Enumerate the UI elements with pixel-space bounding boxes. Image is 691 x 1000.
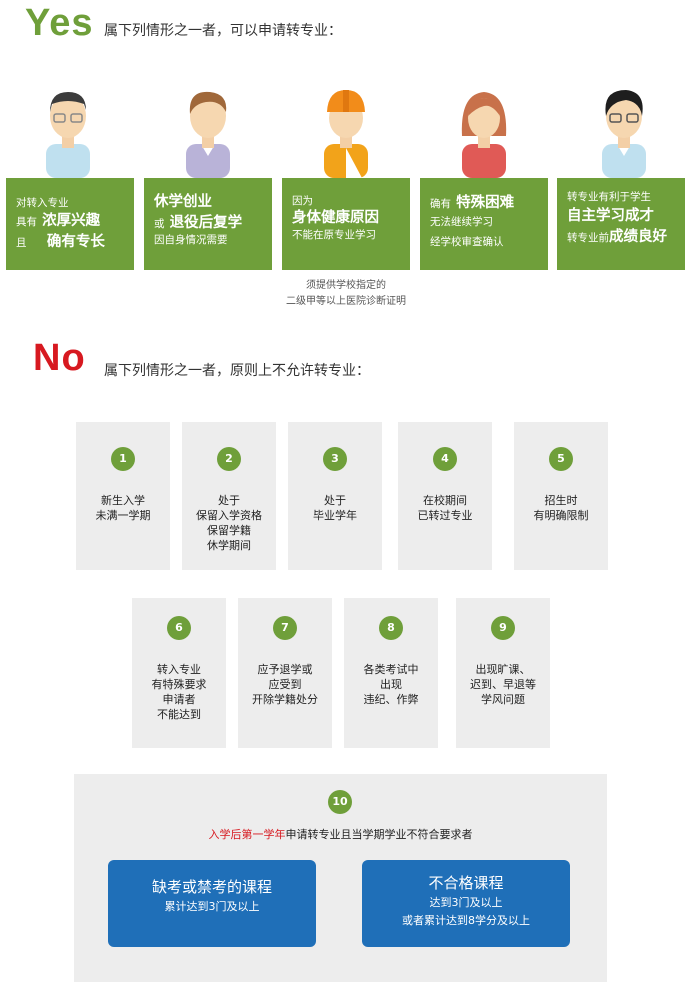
number-badge: 7 bbox=[273, 616, 297, 640]
first-year-condition: 入学后第一学年申请转专业且当学期学业不符合要求者 bbox=[74, 826, 607, 842]
yes-box-self-study: 转专业有利于学生 自主学习成才 转专业前成绩良好 bbox=[557, 178, 685, 270]
yes-box5-line1: 转专业有利于学生 bbox=[567, 191, 651, 203]
card-text: 新生入学 未满一学期 bbox=[95, 494, 151, 522]
yes-box-startup: 休学创业 或 退役后复学 因自身情况需要 bbox=[144, 178, 272, 270]
yes-box2-line2a: 或 bbox=[154, 218, 165, 230]
health-note: 须提供学校指定的 二级甲等以上医院诊断证明 bbox=[246, 278, 446, 310]
no-card: 9 出现旷课、 迟到、早退等 学风问题 bbox=[456, 598, 550, 748]
number-badge: 8 bbox=[379, 616, 403, 640]
yes-box3-line2: 身体健康原因 bbox=[292, 210, 379, 226]
yes-box1-line2b: 浓厚兴趣 bbox=[42, 213, 101, 229]
number-badge: 9 bbox=[491, 616, 515, 640]
yes-box2-line3: 因自身情况需要 bbox=[154, 234, 228, 246]
yes-box4-line1a: 确有 bbox=[430, 198, 451, 210]
number-badge: 5 bbox=[549, 447, 573, 471]
absence-box-title: 缺考或禁考的课程 bbox=[151, 878, 272, 896]
absence-box-sub: 累计达到3门及以上 bbox=[164, 900, 260, 913]
card-text: 在校期间 已转过专业 bbox=[417, 494, 473, 522]
yes-box4-line1b: 特殊困难 bbox=[456, 195, 515, 211]
number-badge: 10 bbox=[328, 790, 352, 814]
failed-box-sub1: 达到3门及以上 bbox=[429, 896, 503, 909]
condition-rest: 申请转专业且当学期学业不符合要求者 bbox=[285, 828, 473, 841]
yes-box2-line1: 休学创业 bbox=[154, 194, 212, 210]
yes-box2-line2b: 退役后复学 bbox=[169, 215, 243, 231]
no-card: 1 新生入学 未满一学期 bbox=[76, 422, 170, 570]
card-text: 招生时 有明确限制 bbox=[533, 494, 589, 522]
no-panel-10: 10 入学后第一学年申请转专业且当学期学业不符合要求者 缺考或禁考的课程 累计达… bbox=[74, 774, 607, 982]
yes-intro: 属下列情形之一者，可以申请转专业： bbox=[104, 23, 342, 39]
yes-box-health: 因为 身体健康原因 不能在原专业学习 bbox=[282, 178, 410, 270]
no-card: 3 处于 毕业学年 bbox=[288, 422, 382, 570]
no-card: 4 在校期间 已转过专业 bbox=[398, 422, 492, 570]
card-text: 应予退学或 应受到 开除学籍处分 bbox=[252, 663, 318, 706]
person-female-icon bbox=[456, 86, 512, 178]
absence-box: 缺考或禁考的课程 累计达到3门及以上 bbox=[108, 860, 316, 947]
no-card: 2 处于 保留入学资格 保留学籍 休学期间 bbox=[182, 422, 276, 570]
yes-box1-line3b: 确有专长 bbox=[46, 234, 105, 250]
person-icon bbox=[180, 86, 236, 178]
yes-box1-line2a: 具有 bbox=[16, 216, 37, 228]
number-badge: 1 bbox=[111, 447, 135, 471]
card-text: 处于 毕业学年 bbox=[313, 494, 357, 522]
yes-box3-line3: 不能在原专业学习 bbox=[292, 229, 376, 241]
card-text: 出现旷课、 迟到、早退等 学风问题 bbox=[470, 663, 536, 706]
failed-box-sub2: 或者累计达到8学分及以上 bbox=[402, 914, 530, 927]
number-badge: 4 bbox=[433, 447, 457, 471]
yes-box4-line2: 无法继续学习 bbox=[430, 216, 493, 228]
yes-box1-line1: 对转入专业 bbox=[16, 197, 69, 209]
number-badge: 6 bbox=[167, 616, 191, 640]
no-intro: 属下列情形之一者，原则上不允许转专业： bbox=[104, 363, 370, 379]
card-text: 处于 保留入学资格 保留学籍 休学期间 bbox=[196, 494, 262, 552]
card-text: 转入专业 有特殊要求 申请者 不能达到 bbox=[151, 663, 207, 721]
number-badge: 3 bbox=[323, 447, 347, 471]
first-year-highlight: 入学后第一学年 bbox=[208, 828, 286, 841]
yes-box5-line3b: 成绩良好 bbox=[609, 229, 667, 245]
health-note-line2: 二级甲等以上医院诊断证明 bbox=[286, 296, 406, 307]
no-card: 7 应予退学或 应受到 开除学籍处分 bbox=[238, 598, 332, 748]
failed-box-title: 不合格课程 bbox=[428, 874, 504, 892]
person-glasses-icon bbox=[40, 86, 96, 178]
yes-box1-line3a: 且 bbox=[16, 237, 27, 249]
yes-heading: Yes bbox=[25, 2, 94, 44]
no-card: 6 转入专业 有特殊要求 申请者 不能达到 bbox=[132, 598, 226, 748]
person-hardhat-icon bbox=[318, 86, 374, 178]
yes-box3-line1: 因为 bbox=[292, 195, 313, 207]
number-badge: 2 bbox=[217, 447, 241, 471]
yes-box-difficulty: 确有 特殊困难 无法继续学习 经学校审查确认 bbox=[420, 178, 548, 270]
yes-box5-line3a: 转专业前 bbox=[567, 232, 609, 244]
card-text: 各类考试中 出现 违纪、作弊 bbox=[363, 663, 419, 706]
no-card: 8 各类考试中 出现 违纪、作弊 bbox=[344, 598, 438, 748]
no-card: 5 招生时 有明确限制 bbox=[514, 422, 608, 570]
no-heading: No bbox=[33, 337, 86, 379]
yes-box5-line2: 自主学习成才 bbox=[567, 208, 654, 224]
yes-box-interest: 对转入专业 具有 浓厚兴趣 且 确有专长 bbox=[6, 178, 134, 270]
failed-course-box: 不合格课程 达到3门及以上 或者累计达到8学分及以上 bbox=[362, 860, 570, 947]
person-glasses-dark-hair-icon bbox=[596, 86, 652, 178]
yes-box4-line3: 经学校审查确认 bbox=[430, 236, 504, 248]
health-note-line1: 须提供学校指定的 bbox=[306, 280, 386, 291]
